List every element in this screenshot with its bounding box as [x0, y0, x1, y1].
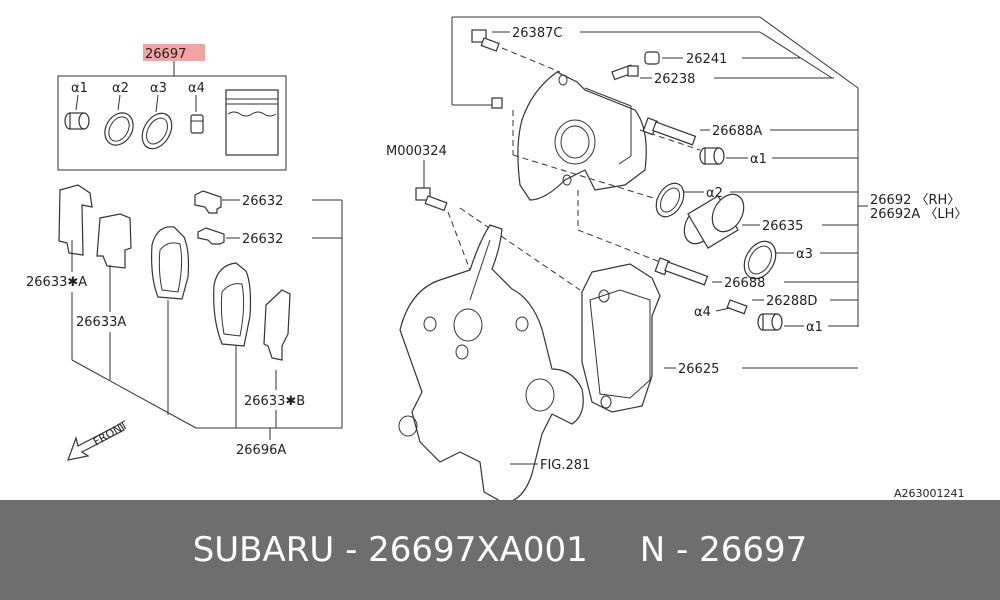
kit-item-a2[interactable]: α2 — [112, 81, 129, 96]
label-26633a[interactable]: 26633A — [76, 315, 126, 330]
label-26692-rh[interactable]: 26692 〈RH〉 — [870, 193, 960, 208]
reference-code: A263001241 — [894, 487, 965, 500]
label-a1-lower[interactable]: α1 — [806, 320, 823, 335]
front-label: FRONT — [91, 418, 130, 448]
label-a1-upper[interactable]: α1 — [750, 152, 767, 167]
steering-knuckle: M000324 FIG.281 — [386, 144, 590, 500]
front-arrow-icon — [67, 423, 125, 461]
caliper-assembly: 26387C 26241 26238 — [451, 16, 967, 335]
label-26387c[interactable]: 26387C — [512, 26, 562, 41]
label-26288d[interactable]: 26288D — [766, 294, 817, 309]
label-26696a[interactable]: 26696A — [236, 443, 286, 458]
label-26692a-lh[interactable]: 26692A 〈LH〉 — [870, 207, 967, 222]
pad-clip-lower-icon — [197, 227, 225, 245]
label-26625[interactable]: 26625 — [678, 362, 719, 377]
label-26633-star-b[interactable]: 26633✱B — [244, 394, 305, 409]
grease-packet-icon — [225, 89, 279, 156]
pad-assembly: 26632 26632 26633✱A 26633A 26633✱B 26696… — [26, 184, 343, 461]
pad-clip-upper-icon — [194, 190, 222, 214]
bleeder-screw-icon — [611, 64, 639, 81]
kit-label[interactable]: 26697 — [145, 47, 186, 62]
bracket-bolt-icon — [415, 187, 448, 212]
support-bracket: 26625 — [581, 263, 858, 413]
knuckle-icon — [399, 224, 584, 500]
label-26632-lower[interactable]: 26632 — [242, 232, 283, 247]
label-26688a[interactable]: 26688A — [712, 124, 762, 139]
brake-pad-left-icon — [151, 226, 190, 300]
label-26688[interactable]: 26688 — [724, 276, 765, 291]
part-number-footer: SUBARU - 26697XA001 N - 26697 — [0, 500, 1000, 600]
shim-a2-icon — [96, 213, 132, 269]
bleeder-bolt-icon — [471, 29, 500, 52]
pin-boot-lower-icon — [757, 313, 783, 331]
kit-label-highlight — [143, 44, 205, 61]
bleeder-cap-icon — [644, 51, 660, 65]
label-a3[interactable]: α3 — [796, 247, 813, 262]
guide-pin-upper-icon — [642, 117, 697, 146]
label-26632-upper[interactable]: 26632 — [242, 194, 283, 209]
label-26238[interactable]: 26238 — [654, 72, 695, 87]
alt-part-number: N - 26697 — [639, 530, 808, 570]
piston-icon — [683, 193, 745, 249]
kit-26697: 26697 α1 α2 α3 α4 — [57, 44, 287, 171]
label-a4[interactable]: α4 — [694, 305, 711, 320]
brand-part-number: SUBARU - 26697XA001 — [192, 530, 588, 570]
kit-item-a3[interactable]: α3 — [150, 81, 167, 96]
kit-item-a4[interactable]: α4 — [188, 81, 205, 96]
piston-seal-icon — [104, 112, 134, 146]
kit-box — [57, 75, 287, 171]
dust-boot-icon — [64, 112, 90, 130]
shim-b-icon — [263, 289, 291, 361]
shim-a-icon — [58, 184, 93, 256]
guide-pin-lower-icon — [654, 257, 709, 286]
small-bolt-icon — [491, 97, 503, 109]
brake-caliper-diagram: 26697 α1 α2 α3 α4 — [26, 16, 967, 500]
label-fig281[interactable]: FIG.281 — [540, 458, 590, 473]
kit-item-a1[interactable]: α1 — [71, 81, 88, 96]
piston-boot-icon — [743, 240, 777, 280]
label-26633-star-a[interactable]: 26633✱A — [26, 275, 87, 290]
caliper-body-icon — [517, 71, 647, 201]
brake-pad-right-icon — [213, 262, 252, 347]
piston-seal-caliper-icon — [655, 182, 685, 218]
pin-boot-icon — [190, 114, 204, 134]
sleeve-icon — [726, 299, 748, 315]
pin-boot-upper-icon — [699, 147, 725, 165]
label-26241[interactable]: 26241 — [686, 52, 727, 67]
boot-ring-icon — [141, 112, 173, 150]
label-26635[interactable]: 26635 — [762, 219, 803, 234]
label-m000324[interactable]: M000324 — [386, 144, 447, 159]
